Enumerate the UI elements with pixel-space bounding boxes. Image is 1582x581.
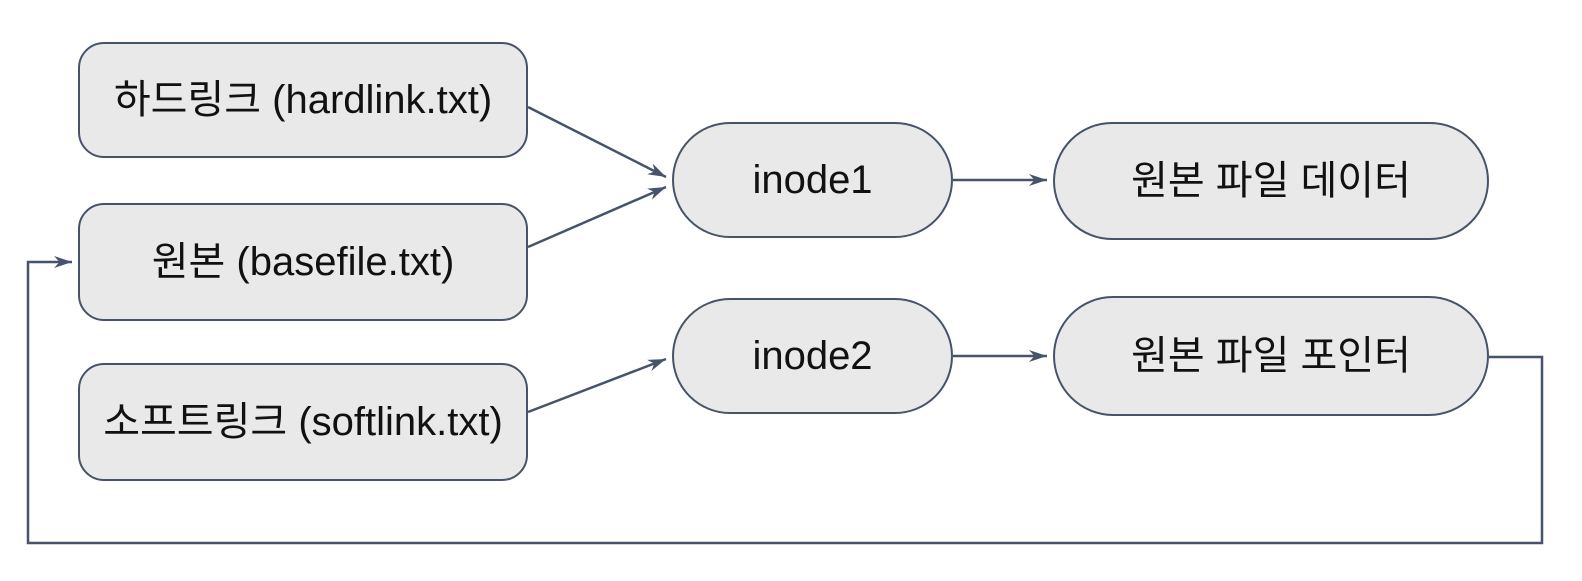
- node-hardlink-label: 하드링크 (hardlink.txt): [113, 78, 493, 122]
- node-inode1-label: inode1: [752, 158, 873, 202]
- node-basefile: 원본 (basefile.txt): [78, 203, 528, 321]
- node-inode1: inode1: [672, 122, 953, 238]
- node-basefile-label: 원본 (basefile.txt): [151, 240, 455, 284]
- node-inode2: inode2: [672, 298, 953, 414]
- node-softlink: 소프트링크 (softlink.txt): [78, 363, 528, 481]
- node-softlink-label: 소프트링크 (softlink.txt): [103, 400, 503, 444]
- node-filedata: 원본 파일 데이터: [1053, 122, 1489, 240]
- node-filepointer-label: 원본 파일 포인터: [1131, 334, 1411, 378]
- edge-hardlink-to-inode1: [527, 105, 667, 179]
- node-hardlink: 하드링크 (hardlink.txt): [78, 42, 528, 158]
- edge-softlink-to-inode2: [527, 357, 667, 414]
- edge-basefile-to-inode1: [527, 185, 667, 249]
- edge-filepointer-to-basefile-loop: [26, 256, 1544, 545]
- node-filedata-label: 원본 파일 데이터: [1131, 159, 1411, 203]
- node-filepointer: 원본 파일 포인터: [1053, 296, 1489, 416]
- node-inode2-label: inode2: [752, 334, 873, 378]
